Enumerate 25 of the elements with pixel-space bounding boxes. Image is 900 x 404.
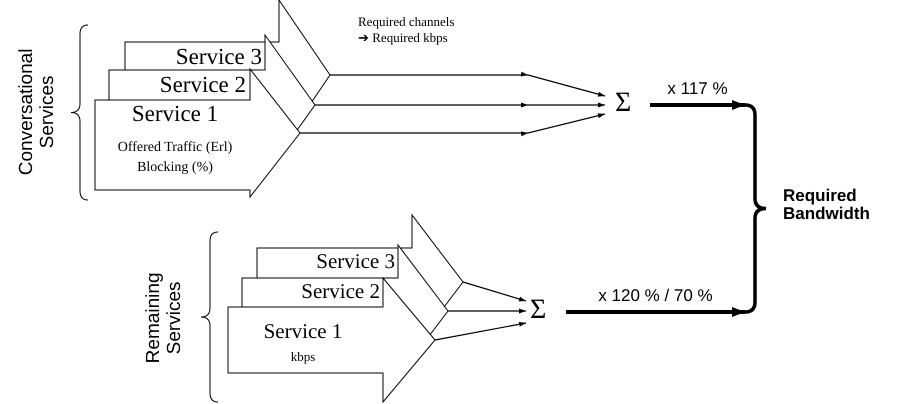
arrow	[462, 281, 526, 302]
parameter-label: kbps	[290, 350, 316, 364]
group-label: Remaining Services	[144, 272, 186, 366]
sum-symbol: Σ	[615, 88, 632, 119]
arrow	[566, 307, 745, 317]
arrow	[300, 113, 606, 136]
note-label: Required channels ➔ Required kbps	[358, 14, 456, 46]
arrow	[650, 100, 745, 110]
service-label: Service 2	[300, 280, 380, 304]
group-label: Conversational Services	[17, 48, 59, 178]
arrow	[315, 102, 605, 108]
edge-label: x 117 %	[666, 80, 729, 99]
arrow	[434, 322, 526, 341]
arrow	[330, 72, 606, 97]
sum-symbol: Σ	[530, 295, 546, 326]
service-label: Service 2	[158, 72, 246, 98]
service-label: Service 3	[174, 44, 262, 70]
parameter-label: Offered Traffic (Erl)	[116, 140, 234, 156]
arrow	[448, 308, 526, 314]
service-label: Service 1	[262, 320, 344, 344]
edge-label: x 120 % / 70 %	[597, 287, 714, 306]
parameter-label: Blocking (%)	[136, 160, 214, 176]
service-label: Service 3	[315, 250, 395, 274]
result-label: Required Bandwidth	[783, 186, 871, 224]
service-label: Service 1	[130, 101, 220, 126]
